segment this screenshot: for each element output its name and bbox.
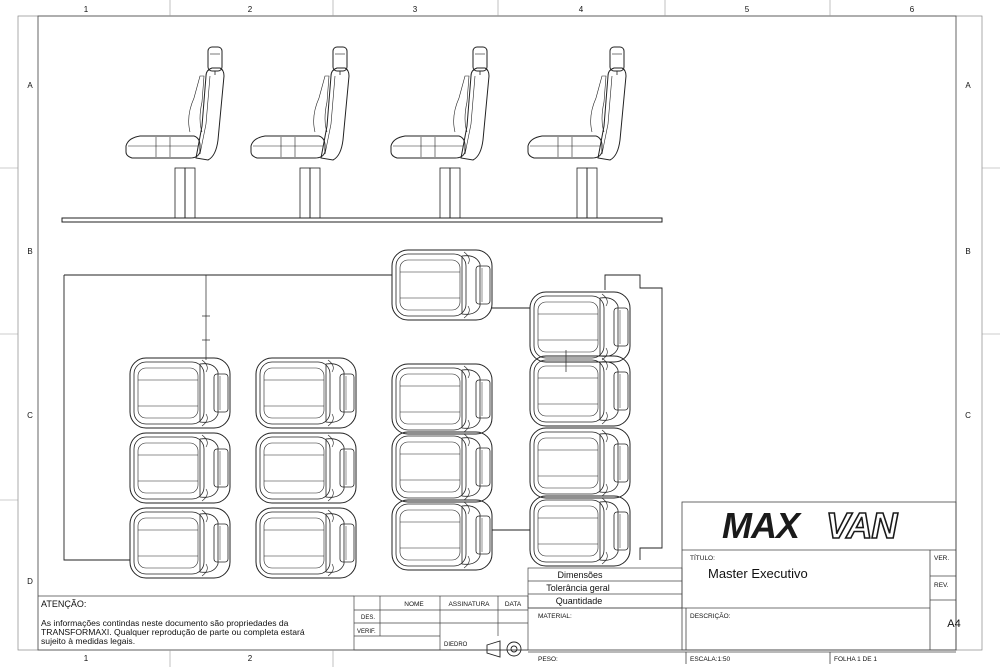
side-seat-4 — [527, 46, 627, 219]
plan-seat-6 — [255, 507, 357, 579]
col-label-bottom-2: 2 — [248, 654, 253, 663]
col-label-2: 2 — [248, 5, 253, 14]
row-label-a: A — [27, 81, 33, 90]
inner-frame — [37, 15, 957, 651]
door-outline — [604, 274, 663, 560]
side-elevation-view — [61, 46, 663, 223]
plan-seat-11 — [529, 291, 631, 363]
row-label-d: D — [27, 577, 33, 586]
plan-seat-5 — [255, 432, 357, 504]
projection-symbol-icon — [486, 640, 522, 658]
spec-tolerancia: Tolerância geral — [546, 583, 610, 593]
floor-plate — [61, 217, 663, 223]
sig-row-verif: VERIF. — [357, 629, 376, 635]
plan-seat-3 — [129, 507, 231, 579]
col-label-bottom-1: 1 — [84, 654, 89, 663]
plan-seat-9 — [391, 431, 493, 503]
notice-line-1: As informações contindas neste documento… — [41, 618, 289, 628]
plan-seat-4 — [255, 357, 357, 429]
spec-dimensoes: Dimensões — [557, 570, 603, 580]
signature-table — [353, 595, 529, 651]
plan-seat-2 — [129, 432, 231, 504]
notice-heading: ATENÇÃO: — [41, 599, 86, 609]
descricao-label: DESCRIÇÃO: — [690, 611, 731, 620]
plan-seat-7 — [391, 249, 493, 321]
spec-quantidade: Quantidade — [556, 596, 603, 606]
side-seat-1 — [125, 46, 225, 219]
title-block — [528, 501, 957, 664]
sheet-size: A4 — [947, 618, 960, 630]
side-seat-3 — [390, 46, 490, 219]
row-label-right-b: B — [965, 247, 970, 256]
diedro-label: DIEDRO — [444, 642, 468, 648]
row-label-right-a: A — [965, 81, 971, 90]
outer-frame — [17, 15, 983, 651]
plan-seat-13 — [529, 427, 631, 499]
maxvan-logo-max: MAX — [722, 505, 802, 546]
row-label-right-c: C — [965, 411, 971, 420]
titulo-value: Master Executivo — [708, 566, 808, 581]
notice-line-2: TRANSFORMAXI. Qualquer reprodução de par… — [41, 627, 305, 637]
escala-label: ESCALA:1:50 — [690, 656, 730, 663]
sig-header-nome: NOME — [404, 601, 424, 608]
rev-label: REV. — [934, 582, 949, 589]
row-label-c: C — [27, 411, 33, 420]
peso-label: PESO: — [538, 656, 558, 663]
col-label-6: 6 — [910, 5, 915, 14]
notice-block: ATENÇÃO: As informações contindas neste … — [38, 595, 354, 646]
maxvan-logo-van: VAN — [826, 505, 898, 546]
plan-seat-8 — [391, 363, 493, 435]
side-seat-2 — [250, 46, 350, 219]
sig-header-data: DATA — [505, 601, 522, 608]
col-label-1: 1 — [84, 5, 89, 14]
row-label-b: B — [27, 247, 32, 256]
plan-seat-12 — [529, 355, 631, 427]
plan-view — [63, 249, 663, 579]
folha-label: FOLHA 1 DE 1 — [834, 656, 877, 663]
notice-line-3: sujeito à medidas legais. — [41, 636, 135, 646]
titulo-label: TÍTULO: — [690, 553, 715, 562]
col-label-5: 5 — [745, 5, 750, 14]
col-label-4: 4 — [579, 5, 584, 14]
plan-seat-14 — [529, 495, 631, 567]
sig-row-des: DES. — [361, 615, 375, 621]
col-label-3: 3 — [413, 5, 418, 14]
ver-label: VER. — [934, 555, 949, 562]
plan-seat-1 — [129, 357, 231, 429]
material-label: MATERIAL: — [538, 613, 572, 620]
floor-outline — [63, 275, 130, 561]
sig-header-assinatura: ASSINATURA — [448, 601, 490, 608]
plan-seat-10 — [391, 499, 493, 571]
